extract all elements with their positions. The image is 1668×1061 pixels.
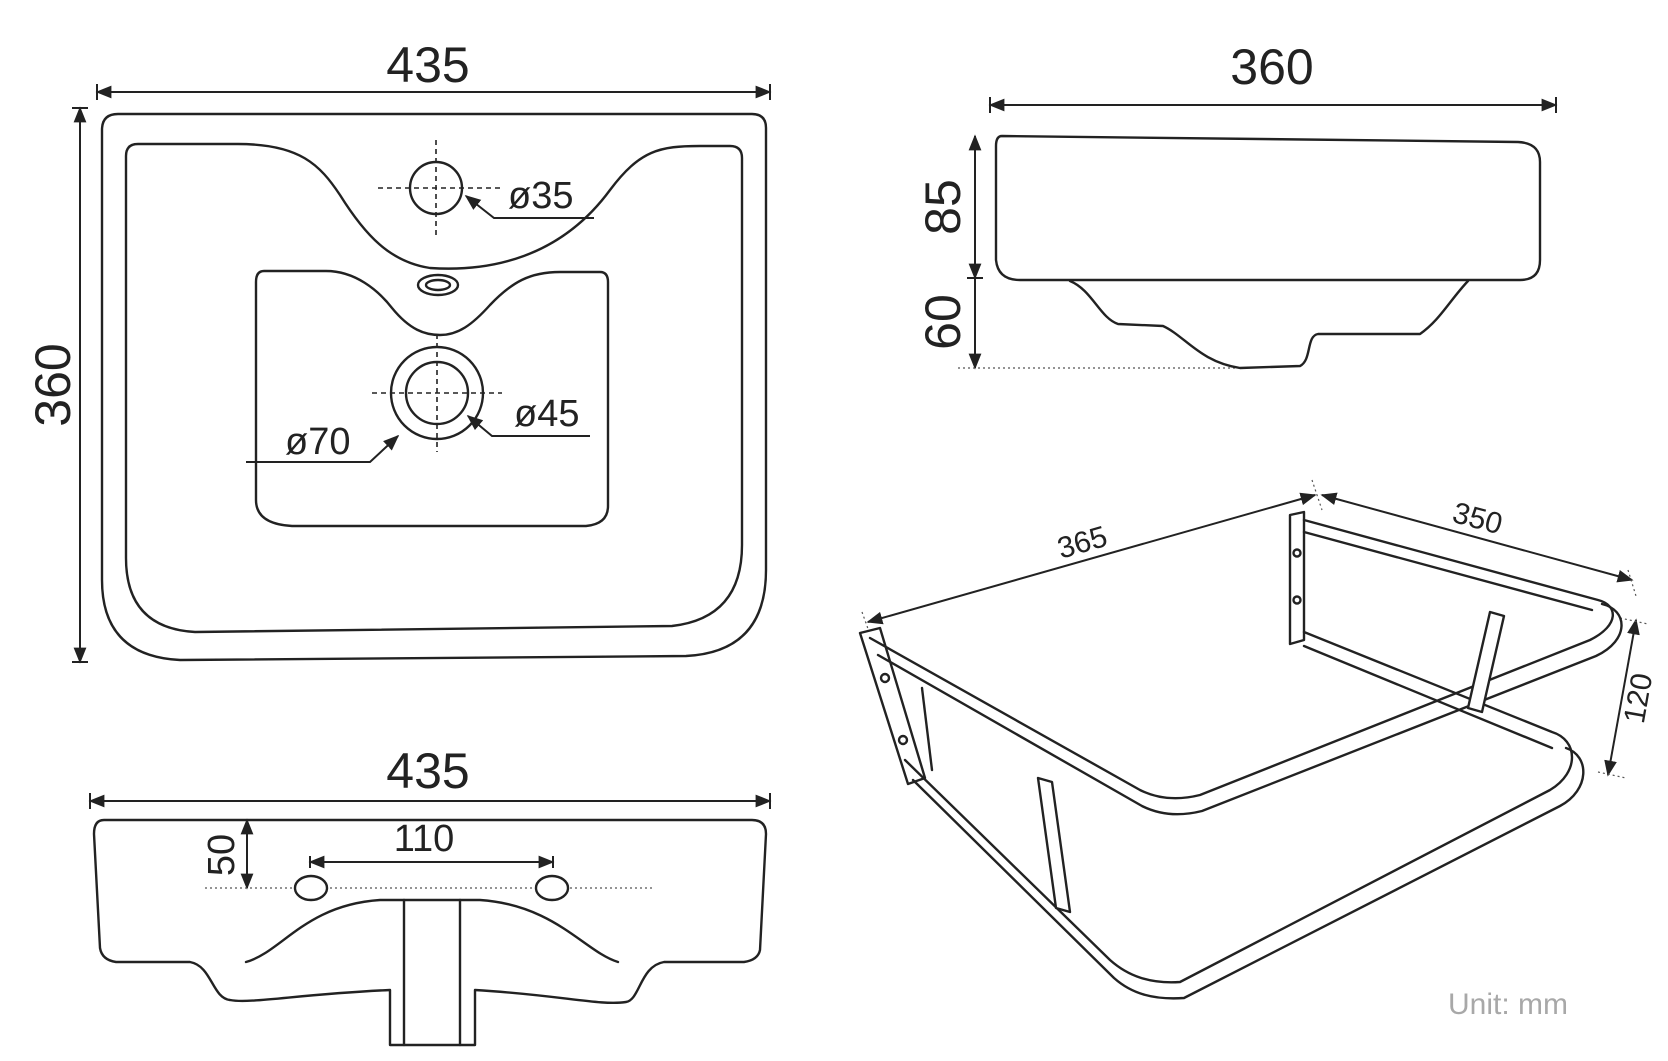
tap-hole-label: ø35 bbox=[508, 175, 573, 217]
basin-inner-bowl bbox=[124, 142, 744, 634]
frame-depth-dimension-line bbox=[1320, 492, 1634, 583]
front-right-hole bbox=[534, 874, 570, 902]
frame-height-label: 120 bbox=[1618, 671, 1659, 726]
upper-rail-outer bbox=[868, 518, 1614, 800]
right-wall-bracket bbox=[1288, 510, 1306, 646]
frame-length-label: 365 bbox=[1054, 520, 1111, 566]
basin-outer-rim bbox=[100, 112, 768, 662]
front-left-hole bbox=[293, 874, 329, 902]
drain-outer-label: ø70 bbox=[285, 421, 350, 463]
unit-label: Unit: mm bbox=[1448, 988, 1568, 1021]
front-hole-spacing-label: 110 bbox=[394, 818, 455, 860]
frame-depth-label: 350 bbox=[1449, 496, 1506, 541]
overflow-hole bbox=[416, 273, 460, 297]
back-strut bbox=[1466, 610, 1506, 714]
basin-inner-well bbox=[254, 269, 610, 528]
side-basin-underside bbox=[1068, 279, 1470, 370]
upper-rail-inner bbox=[876, 602, 1623, 816]
side-lower-height-label: 60 bbox=[915, 294, 971, 350]
drain-inner-label: ø45 bbox=[514, 393, 579, 435]
top-width-label: 435 bbox=[386, 37, 469, 93]
lower-rail-inner bbox=[911, 746, 1585, 1000]
frame-view: 365 350 120 bbox=[858, 479, 1659, 1000]
side-view: 360 85 60 bbox=[915, 39, 1558, 370]
lower-rail-outer bbox=[903, 630, 1574, 984]
front-width-label: 435 bbox=[386, 743, 469, 799]
front-strut bbox=[1036, 776, 1072, 914]
front-view: 435 50 110 bbox=[88, 743, 772, 1047]
top-view: 435 360 ø35 ø45 ø70 bbox=[25, 37, 772, 664]
front-basin-cutout bbox=[244, 898, 620, 964]
top-depth-label: 360 bbox=[25, 343, 81, 426]
frame-length-dimension-line bbox=[866, 492, 1317, 625]
front-hole-depth-label: 50 bbox=[201, 834, 243, 876]
front-basin-body bbox=[92, 818, 768, 1047]
side-upper-height-label: 85 bbox=[915, 179, 971, 235]
frame-height-dimension-line bbox=[1604, 618, 1640, 777]
side-width-label: 360 bbox=[1230, 39, 1313, 95]
side-basin-body bbox=[994, 134, 1542, 282]
